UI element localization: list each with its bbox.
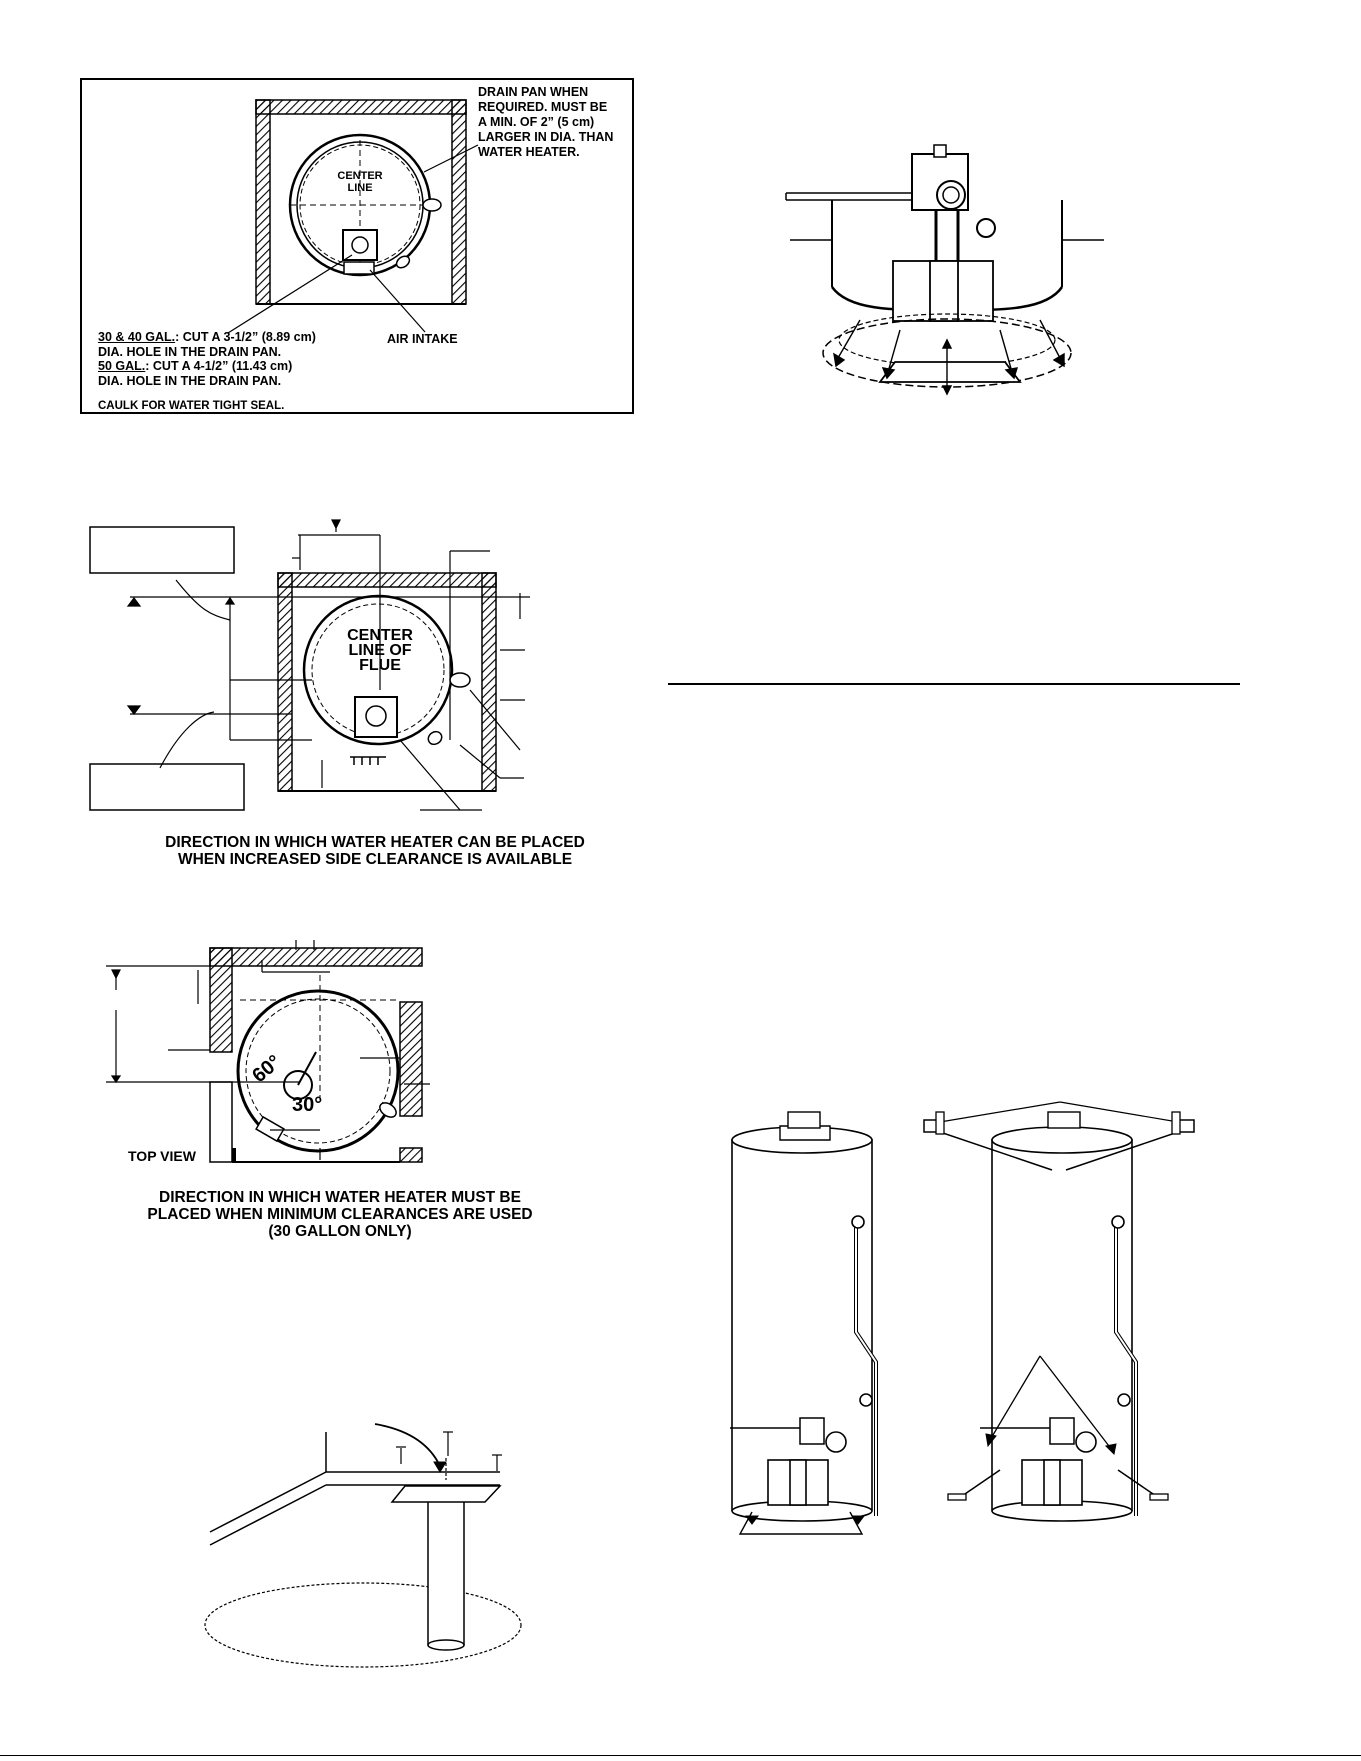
label-box-top [89, 526, 235, 574]
increased-clearance-caption: DIRECTION IN WHICH WATER HEATER CAN BE P… [165, 834, 585, 868]
center-line-of-flue-label: CENTER LINE OF FLUE [347, 627, 413, 674]
water-heaters-drawing [730, 1101, 1195, 1535]
caulk-note: CAULK FOR WATER TIGHT SEAL. [98, 400, 285, 412]
air-intake-label: AIR INTAKE [387, 332, 458, 346]
minimum-clearance-caption: DIRECTION IN WHICH WATER HEATER MUST BE … [147, 1189, 533, 1240]
footer-rule [0, 1755, 1361, 1756]
flue-installation-drawing [204, 1423, 522, 1668]
minimum-clearance-diagram [106, 940, 430, 1163]
leader-lines-fig1 [227, 144, 479, 334]
increased-clearance-diagram [89, 519, 530, 811]
angle-30-label: 30° [292, 1094, 323, 1116]
closet-walls-fig1 [255, 99, 467, 305]
drain-pan-figure-frame [80, 78, 634, 414]
burner-base-drawing [785, 144, 1104, 396]
center-line-label: CENTER LINE [337, 170, 383, 194]
top-view-label: TOP VIEW [128, 1148, 196, 1164]
label-box-bottom [89, 763, 245, 811]
hole-cutting-instructions: 30 & 40 GAL.: CUT A 3-1/2” (8.89 cm) DIA… [98, 330, 316, 388]
drain-pan-note: DRAIN PAN WHEN REQUIRED. MUST BE A MIN. … [478, 85, 614, 159]
water-heater-top-fig1 [288, 133, 442, 277]
section-divider [668, 683, 1240, 685]
